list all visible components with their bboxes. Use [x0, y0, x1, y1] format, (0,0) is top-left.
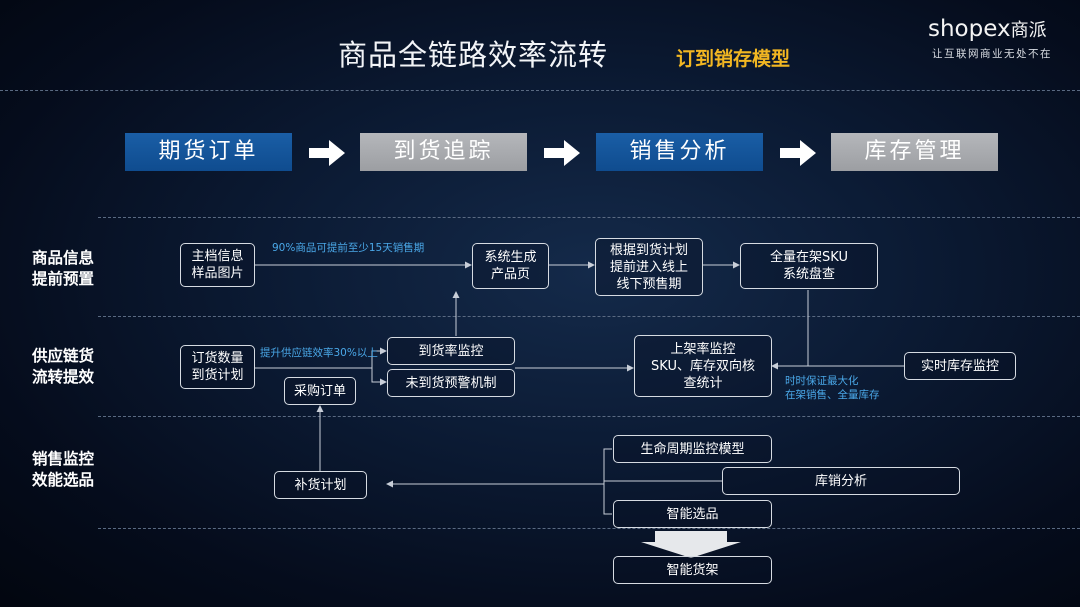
note-presale: 90%商品可提前至少15天销售期: [272, 242, 425, 254]
row-divider: [98, 528, 1080, 529]
stage-arrow-3: [780, 140, 816, 166]
row-label-product-info: 商品信息 提前预置: [31, 249, 94, 288]
box-sales-analysis: 库销分析: [722, 467, 960, 495]
logo-cn: 商派: [1010, 20, 1047, 41]
brand-logo: shopex商派: [928, 16, 1047, 42]
brand-slogan: 让互联网商业无处不在: [932, 48, 1052, 60]
stage-arrow-1: [309, 140, 345, 166]
row-divider: [98, 316, 1080, 317]
box-smart-select: 智能选品: [613, 500, 772, 528]
box-pre-sale: 根据到货计划 提前进入线上 线下预售期: [595, 238, 703, 296]
row-divider: [98, 217, 1080, 218]
note-max-sales: 时时保证最大化 在架销售、全量库存: [785, 375, 880, 401]
box-system-generate: 系统生成 产品页: [472, 243, 549, 289]
box-purchase-order: 采购订单: [284, 377, 356, 405]
box-arrival-monitor: 到货率监控: [387, 337, 515, 365]
row-label-sales-monitor: 销售监控 效能选品: [31, 450, 94, 489]
page-title: 商品全链路效率流转: [338, 38, 609, 72]
box-not-arrived: 未到货预警机制: [387, 369, 515, 397]
box-lifecycle-model: 生命周期监控模型: [613, 435, 772, 463]
row-divider: [98, 416, 1080, 417]
down-arrow-shape: [641, 531, 741, 558]
header-divider: [0, 90, 1080, 91]
stage-arrival-tracking: 到货追踪: [360, 133, 527, 171]
box-order-qty: 订货数量 到货计划: [180, 345, 255, 389]
box-master-info: 主档信息 样品图片: [180, 243, 255, 287]
stage-arrow-2: [544, 140, 580, 166]
box-smart-shelf: 智能货架: [613, 556, 772, 584]
box-replenish-plan: 补货计划: [274, 471, 367, 499]
note-efficiency: 提升供应链效率30%以上: [260, 347, 378, 359]
box-realtime-stock: 实时库存监控: [904, 352, 1016, 380]
page-subtitle: 订到销存模型: [676, 48, 791, 70]
row-label-supply-chain: 供应链货 流转提效: [31, 347, 94, 386]
box-shelf-monitor: 上架率监控 SKU、库存双向核 查统计: [634, 335, 772, 397]
stage-futures-order: 期货订单: [125, 133, 292, 171]
box-sku-check: 全量在架SKU 系统盘查: [740, 243, 878, 289]
stage-sales-analysis: 销售分析: [596, 133, 763, 171]
logo-text: shopex: [928, 16, 1011, 42]
stage-inventory-mgmt: 库存管理: [831, 133, 998, 171]
